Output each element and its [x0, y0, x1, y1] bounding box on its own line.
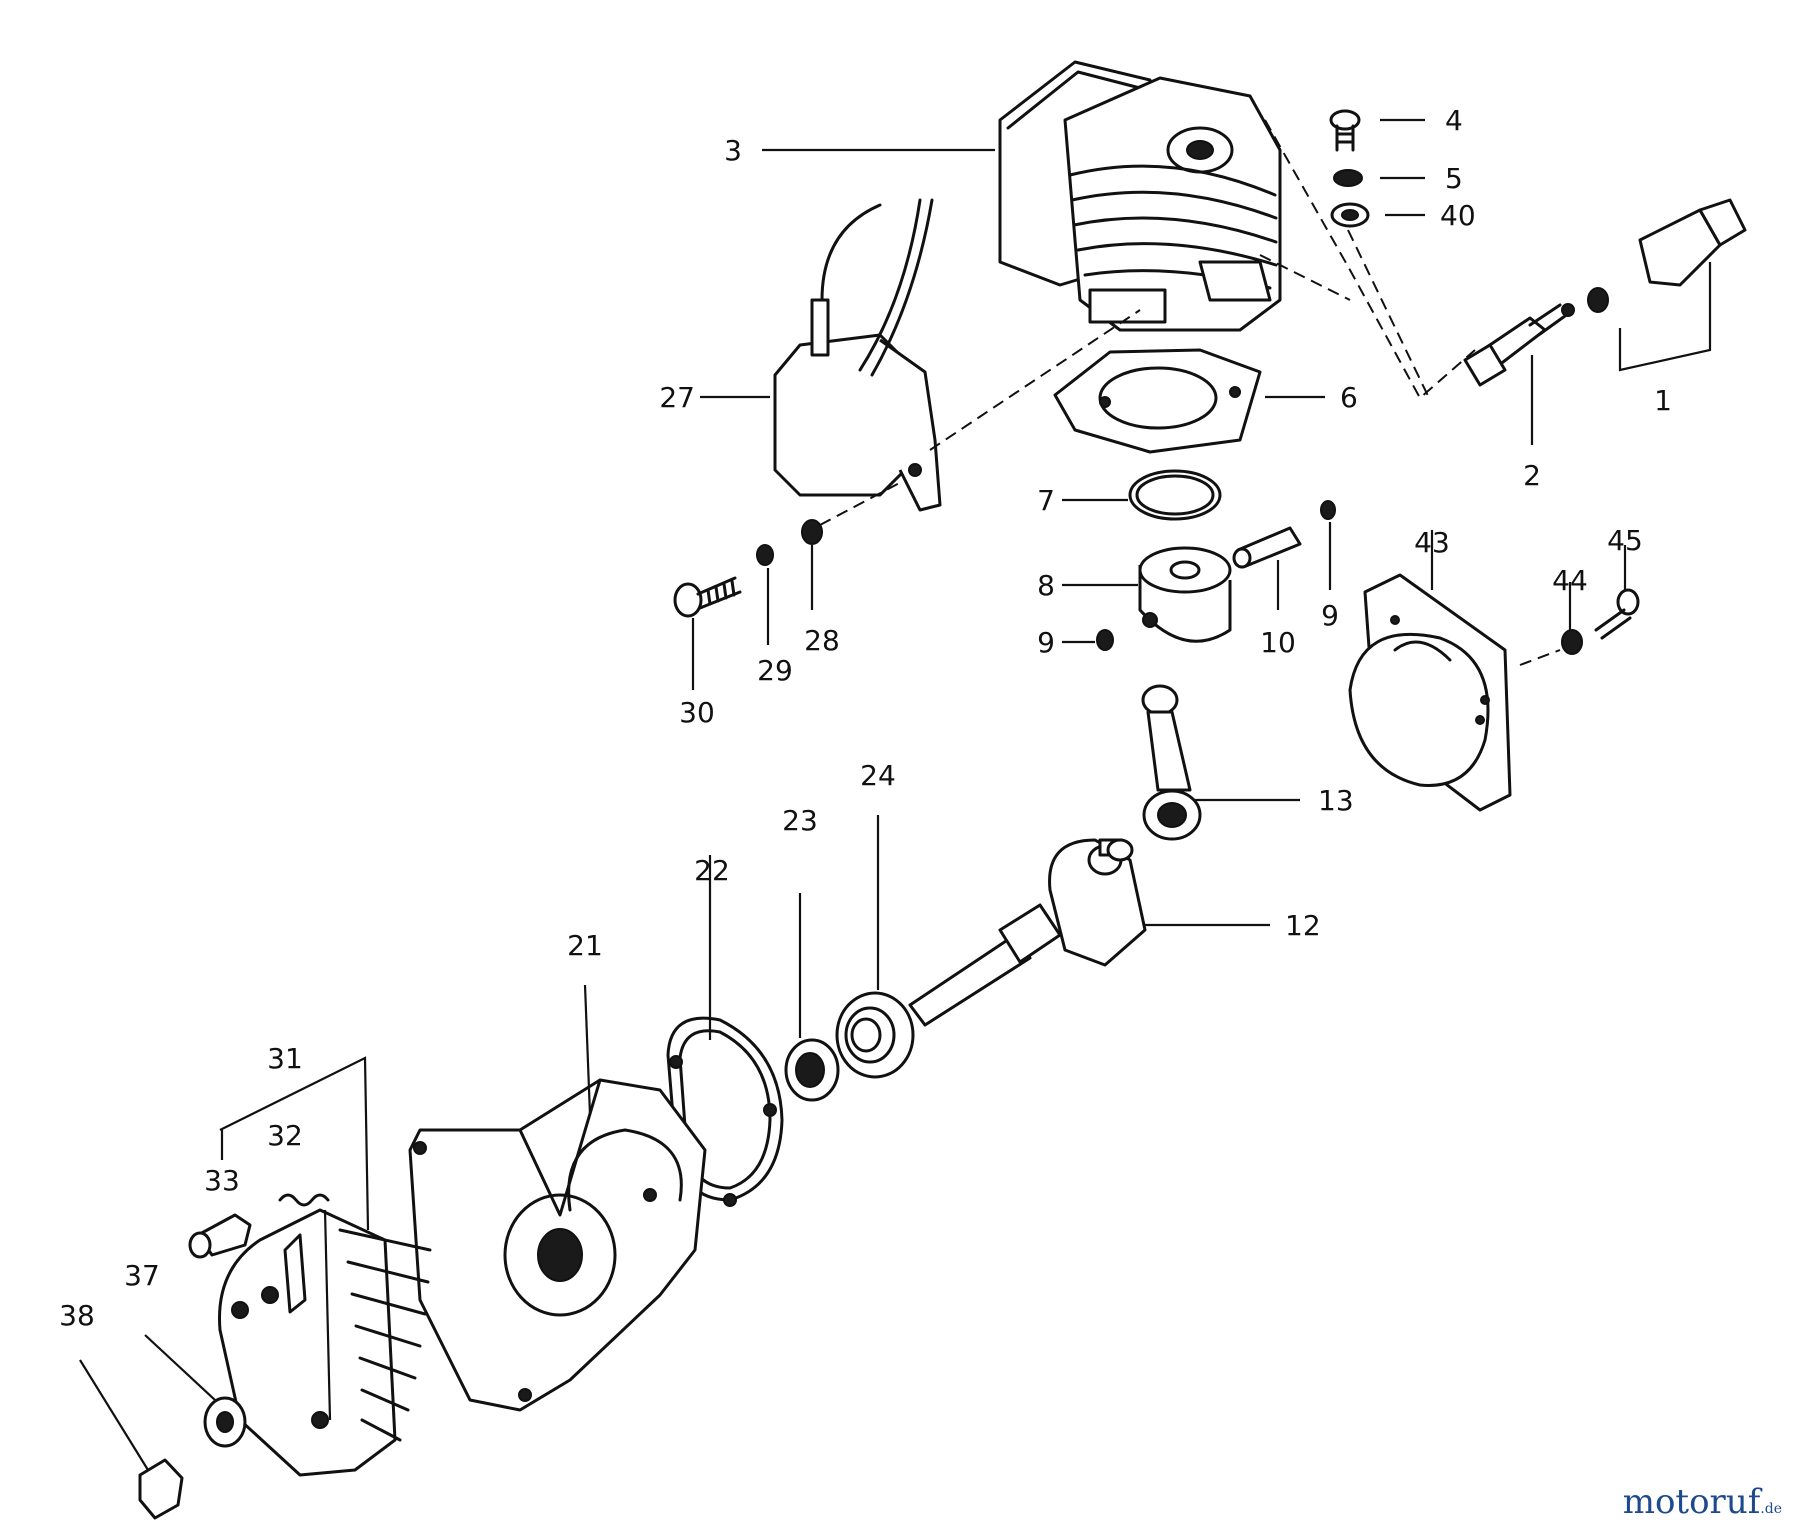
callout-12: 12: [1285, 909, 1321, 942]
part-24-bearing: [835, 991, 915, 1079]
callout-29: 29: [757, 654, 793, 687]
callout-23: 23: [782, 804, 818, 837]
part-5-lock-washer: [1333, 169, 1363, 187]
part-33-pawl: [188, 1213, 252, 1259]
part-21-crankcase: [408, 1078, 707, 1412]
part-40-washer: [1330, 202, 1370, 228]
callout-43: 43: [1414, 526, 1450, 559]
callout-1: 1: [1654, 384, 1672, 417]
part-44-washer: [1561, 629, 1583, 655]
part-28-nut: [801, 519, 823, 545]
callout-44: 44: [1552, 564, 1588, 597]
part-30-screw: [673, 576, 742, 618]
part-2-spark-plug: [1463, 303, 1575, 387]
callout-21: 21: [567, 929, 603, 962]
callout-6: 6: [1340, 381, 1358, 414]
callout-3: 3: [724, 134, 742, 167]
callout-5: 5: [1445, 162, 1463, 195]
part-27-muffler: [773, 198, 942, 512]
part-12-crankshaft: [908, 838, 1147, 1027]
callout-22: 22: [694, 854, 730, 887]
callout-28: 28: [804, 624, 840, 657]
callout-33: 33: [204, 1164, 240, 1197]
site-watermark: motoruf.de: [1623, 1482, 1782, 1522]
part-32-spring: [278, 1193, 330, 1207]
callout-37: 37: [124, 1259, 160, 1292]
part-9-clip-left: [1096, 629, 1114, 651]
part-37-washer: [203, 1396, 247, 1448]
part-43-crankcase-cover: [1348, 573, 1512, 812]
assembly-dashed-lines: [819, 119, 1561, 666]
watermark-suffix: .de: [1760, 1501, 1782, 1517]
part-4-bolt: [1329, 109, 1361, 152]
part-7-piston-ring: [1128, 469, 1222, 521]
callout-45: 45: [1607, 524, 1643, 557]
watermark-text: motoruf: [1622, 1482, 1761, 1522]
callout-24: 24: [860, 759, 896, 792]
cylinder: [1063, 76, 1282, 332]
part-1-spark-plug-boot: [1587, 198, 1747, 313]
callout-numbers: 1 2 3 4 5 40 6 27 7 8 9 9 10 13 12 43 44…: [59, 104, 1672, 1332]
leader-lines: [79, 118, 1712, 1471]
callout-4: 4: [1445, 104, 1463, 137]
part-29-washer: [756, 544, 774, 566]
callout-7: 7: [1037, 484, 1055, 517]
part-13-connecting-rod: [1141, 684, 1202, 841]
callout-9-right: 9: [1321, 599, 1339, 632]
callout-13: 13: [1318, 784, 1354, 817]
part-38-nut: [138, 1458, 184, 1520]
part-9-clip-right: [1320, 500, 1336, 520]
callout-8: 8: [1037, 569, 1055, 602]
callout-9-left: 9: [1037, 626, 1055, 659]
part-23-oil-seal: [784, 1038, 840, 1102]
callout-31: 31: [267, 1042, 303, 1075]
part-45-screw: [1594, 588, 1640, 640]
part-6-cylinder-gasket: [1053, 348, 1262, 454]
part-31-flywheel: [218, 1208, 432, 1477]
callout-27: 27: [659, 381, 695, 414]
part-8-piston: [1138, 546, 1232, 643]
callout-38: 38: [59, 1299, 95, 1332]
callout-2: 2: [1523, 459, 1541, 492]
callout-40: 40: [1440, 199, 1476, 232]
callout-30: 30: [679, 696, 715, 729]
callout-32: 32: [267, 1119, 303, 1152]
callout-10: 10: [1260, 626, 1296, 659]
part-10-piston-pin: [1232, 526, 1302, 569]
